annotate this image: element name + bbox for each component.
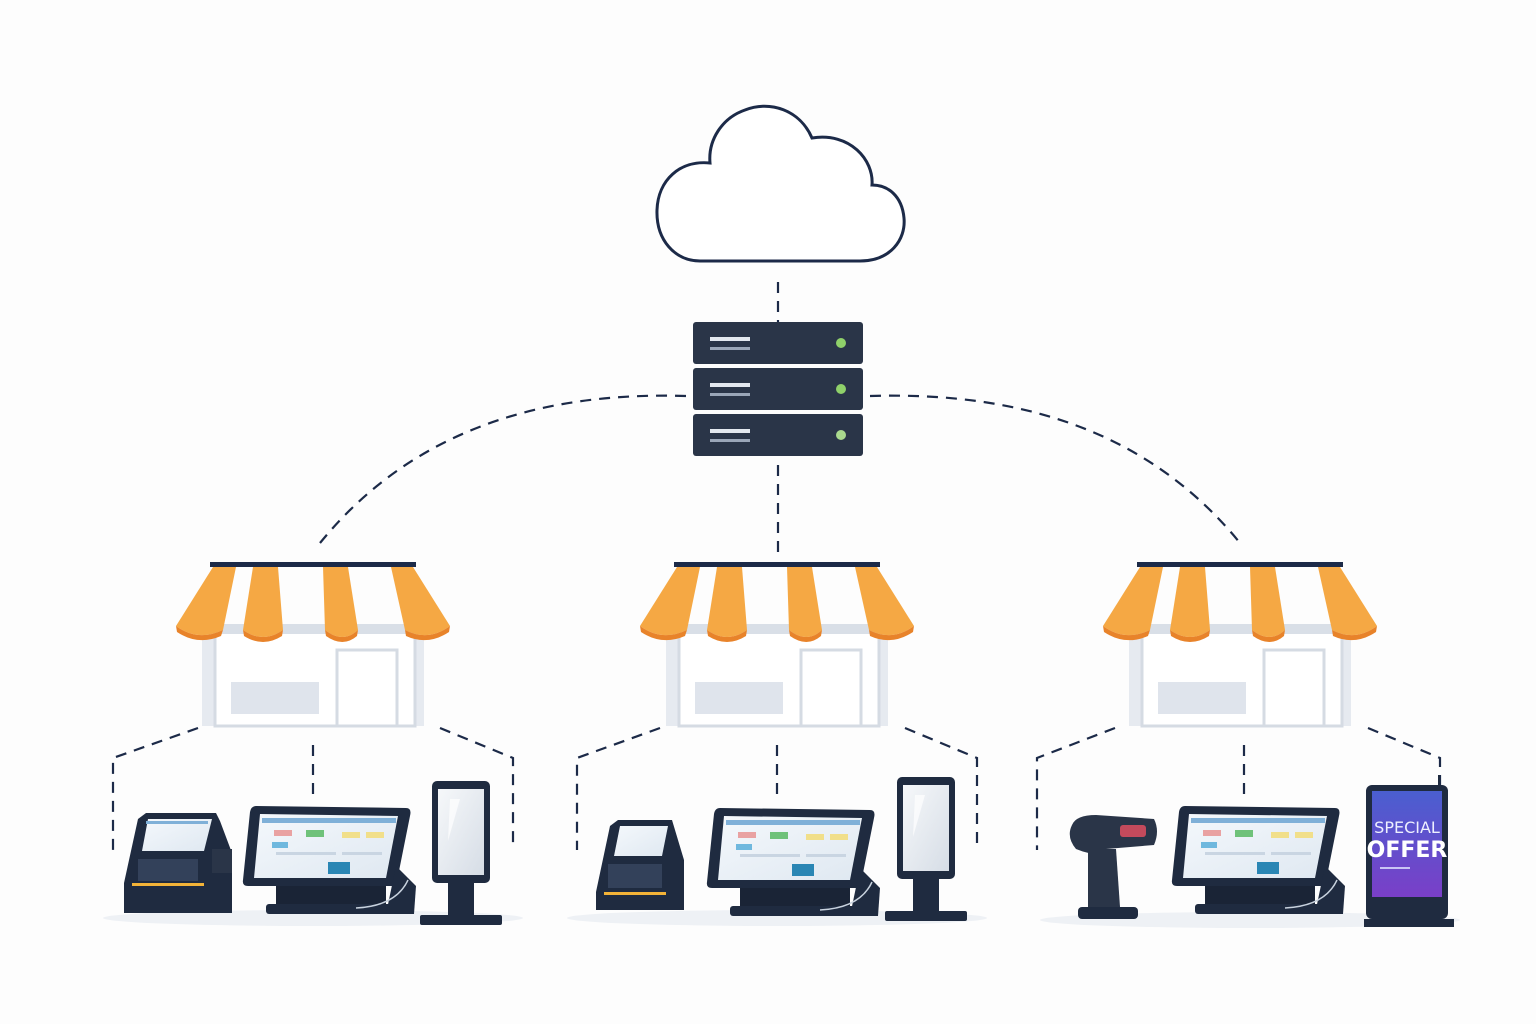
server-store-1-link [319, 394, 687, 544]
server-unit [693, 368, 863, 410]
barcode-scanner-icon [1069, 815, 1157, 919]
card-terminal-icon [124, 813, 232, 913]
pos-monitor-icon-2 [706, 807, 881, 917]
pos-monitor-icon-1 [242, 805, 417, 915]
server-rack-icon [693, 322, 863, 456]
store-1-device-links [111, 726, 515, 850]
storefront-icon-2 [638, 560, 916, 728]
cloud-icon [655, 104, 906, 263]
digital-signage-icon: SPECIAL OFFER [1364, 775, 1454, 927]
kiosk-icon-1 [420, 781, 502, 925]
connection-lines [111, 282, 1442, 850]
signage-line-1: SPECIAL [1374, 818, 1440, 837]
kiosk-icon-2 [885, 777, 967, 921]
store-2-device-links [575, 726, 979, 850]
status-light-icon [836, 430, 846, 440]
signage-line-2: OFFER [1367, 838, 1448, 863]
status-light-icon [836, 384, 846, 394]
storefront-icon-1 [174, 560, 452, 728]
server-store-3-link [869, 394, 1241, 544]
server-unit [693, 322, 863, 364]
pos-monitor-icon-3 [1171, 805, 1346, 915]
server-unit [693, 414, 863, 456]
status-light-icon [836, 338, 846, 348]
card-terminal-icon [596, 820, 684, 910]
storefront-icon-3 [1101, 560, 1379, 728]
